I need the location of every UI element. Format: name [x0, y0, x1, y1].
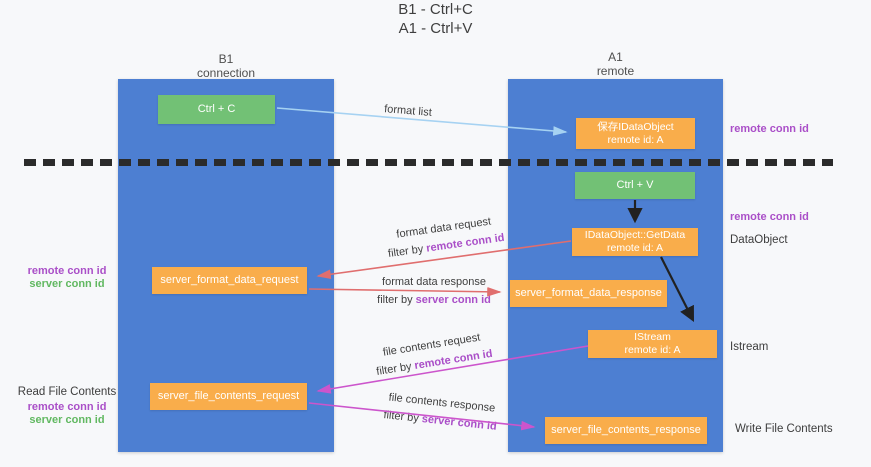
- left-column-subtitle: connection: [196, 66, 256, 80]
- node-ctrl-c: Ctrl + C: [158, 95, 275, 124]
- node-save-dataobject-line1: 保存IDataObject: [597, 120, 674, 133]
- node-save-dataobject: 保存IDataObject remote id: A: [576, 118, 695, 149]
- node-server-file-contents-response: server_file_contents_response: [545, 417, 707, 444]
- flow-label-format-data-response-filter: filter by server conn id: [377, 294, 491, 306]
- left-label-read-file-contents: Read File Contents: [17, 386, 117, 398]
- diagram-title-line1: B1 - Ctrl+C: [398, 1, 473, 18]
- right-label-remote-conn-id-mid: remote conn id: [730, 211, 809, 223]
- node-server-file-contents-request: server_file_contents_request: [150, 383, 307, 410]
- node-ctrl-v-label: Ctrl + V: [616, 179, 654, 191]
- node-istream: IStream remote id: A: [588, 330, 717, 358]
- node-save-dataobject-line2: remote id: A: [607, 133, 664, 146]
- left-column-title: B1: [218, 52, 234, 66]
- flow-label-file-contents-response: file contents response filter by server …: [383, 388, 500, 436]
- node-ctrl-v: Ctrl + V: [575, 172, 695, 199]
- right-column-title: A1: [608, 50, 623, 64]
- node-ctrl-c-label: Ctrl + C: [197, 103, 236, 115]
- flow-label-format-list: format list: [383, 103, 433, 119]
- node-server-format-data-response: server_format_data_response: [510, 280, 667, 307]
- flow-label-format-data-response: format data response filter by server co…: [377, 273, 491, 309]
- node-idataobject-getdata-line1: IDataObject::GetData: [584, 229, 686, 241]
- right-label-write-file-contents: Write File Contents: [735, 423, 833, 435]
- node-istream-line2: remote id: A: [624, 344, 681, 356]
- left-column-header: B1 connection: [118, 52, 334, 80]
- left-label-server-conn-id-file: server conn id: [29, 414, 105, 426]
- left-label-group-format: remote conn id server conn id: [14, 265, 120, 291]
- node-server-file-contents-request-label: server_file_contents_request: [157, 390, 300, 402]
- left-label-remote-conn-id-file: remote conn id: [27, 401, 107, 413]
- flow-label-format-data-response-line1: format data response: [382, 276, 486, 288]
- diagram-title: B1 - Ctrl+C A1 - Ctrl+V: [0, 0, 871, 38]
- right-column-header: A1 remote: [508, 50, 723, 78]
- node-server-file-contents-response-label: server_file_contents_response: [551, 424, 701, 436]
- diagram-title-line2: A1 - Ctrl+V: [398, 20, 473, 37]
- node-istream-line1: IStream: [634, 331, 671, 343]
- right-label-remote-conn-id-top: remote conn id: [730, 123, 809, 135]
- left-label-server-conn-id-format: server conn id: [29, 278, 105, 290]
- node-server-format-data-request-label: server_format_data_request: [160, 274, 299, 286]
- node-server-format-data-request: server_format_data_request: [152, 267, 307, 294]
- node-server-format-data-response-label: server_format_data_response: [515, 287, 662, 299]
- left-label-remote-conn-id-format: remote conn id: [27, 265, 107, 277]
- node-idataobject-getdata-line2: remote id: A: [606, 242, 664, 254]
- session-separator-dashed-line: [24, 159, 833, 166]
- left-label-group-file: Read File Contents remote conn id server…: [14, 386, 120, 427]
- right-label-istream: Istream: [730, 341, 769, 353]
- flow-label-format-data-request: format data request filter by remote con…: [384, 211, 505, 263]
- right-label-dataobject: DataObject: [730, 234, 788, 246]
- right-column-subtitle: remote: [596, 64, 635, 78]
- node-idataobject-getdata: IDataObject::GetData remote id: A: [572, 228, 698, 256]
- flow-label-file-contents-request: file contents request filter by remote c…: [372, 327, 494, 381]
